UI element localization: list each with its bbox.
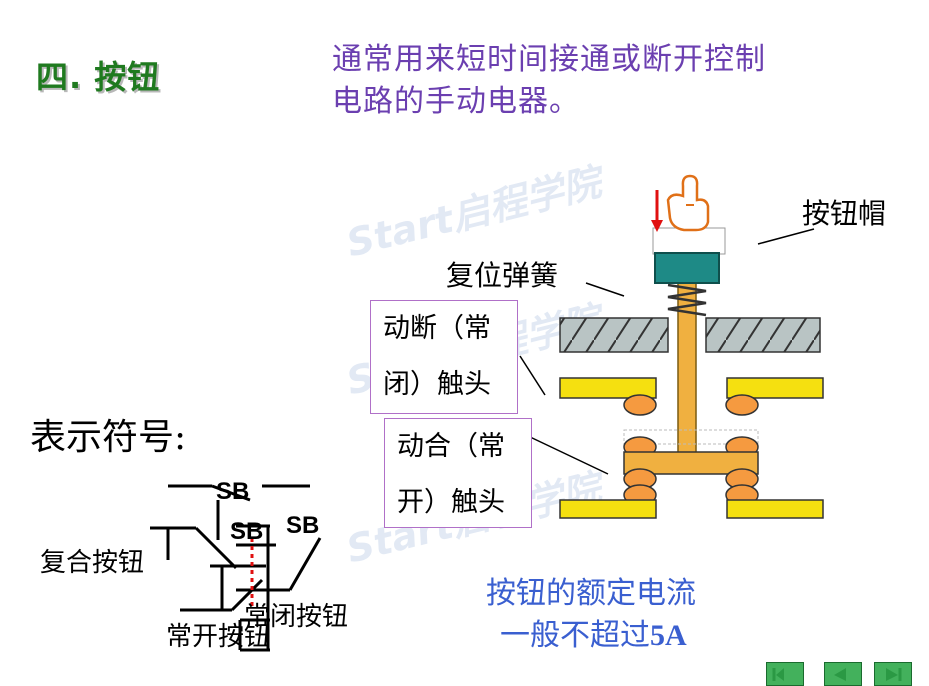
rated-current-note-line-1: 按钮的额定电流 bbox=[486, 576, 696, 611]
nc-contact-label-line-2: 闭）触头 bbox=[383, 369, 491, 400]
nc-contact-tip bbox=[725, 394, 759, 416]
no-contact-label-line-1: 动合（常 bbox=[397, 431, 505, 462]
cap-label: 按钮帽 bbox=[802, 197, 887, 230]
nc-fixed-contact-left bbox=[559, 377, 657, 399]
previous-slide-button[interactable] bbox=[824, 662, 862, 686]
rated-current-prefix: 一般不超过 bbox=[500, 618, 650, 653]
symbols-label: 表示符号: bbox=[30, 417, 187, 458]
page-title: 四. 按钮 bbox=[36, 58, 161, 96]
hand-pointer-icon bbox=[652, 174, 726, 255]
nc-contact-label-box: 动断（常 闭）触头 bbox=[370, 300, 518, 414]
nc-fixed-contact-right bbox=[726, 377, 824, 399]
sb-label: SB bbox=[230, 518, 264, 545]
no-fixed-contact-left bbox=[559, 499, 657, 519]
description-line-1: 通常用来短时间接通或断开控制 bbox=[332, 42, 766, 77]
rated-current-note-line-2: 一般不超过5A bbox=[500, 610, 687, 654]
nc-contact-tip bbox=[623, 394, 657, 416]
compound-button-label: 复合按钮 bbox=[40, 548, 145, 578]
moving-contact-bridge bbox=[623, 451, 759, 475]
no-contact-label-box: 动合（常 开）触头 bbox=[384, 418, 532, 528]
sb-label: SB bbox=[216, 478, 250, 505]
no-contact-label-line-2: 开）触头 bbox=[397, 487, 505, 518]
reset-spring bbox=[667, 283, 707, 317]
description-line-2: 电路的手动电器。 bbox=[332, 84, 580, 119]
press-arrow-icon bbox=[651, 190, 663, 232]
spring-label: 复位弹簧 bbox=[446, 259, 559, 292]
nc-contact-label-line-1: 动断（常 bbox=[383, 313, 491, 344]
nc-button-label: 常闭按钮 bbox=[244, 602, 349, 632]
no-button-label: 常开按钮 bbox=[166, 622, 271, 652]
button-cap bbox=[654, 252, 720, 284]
last-slide-button[interactable] bbox=[874, 662, 912, 686]
rated-current-value: 5A bbox=[650, 619, 687, 652]
no-fixed-contact-right bbox=[726, 499, 824, 519]
frame-plate-left bbox=[559, 317, 669, 353]
sb-label: SB bbox=[286, 512, 320, 539]
frame-plate-right bbox=[705, 317, 821, 353]
first-slide-button[interactable] bbox=[766, 662, 804, 686]
button-symbols bbox=[150, 484, 322, 652]
